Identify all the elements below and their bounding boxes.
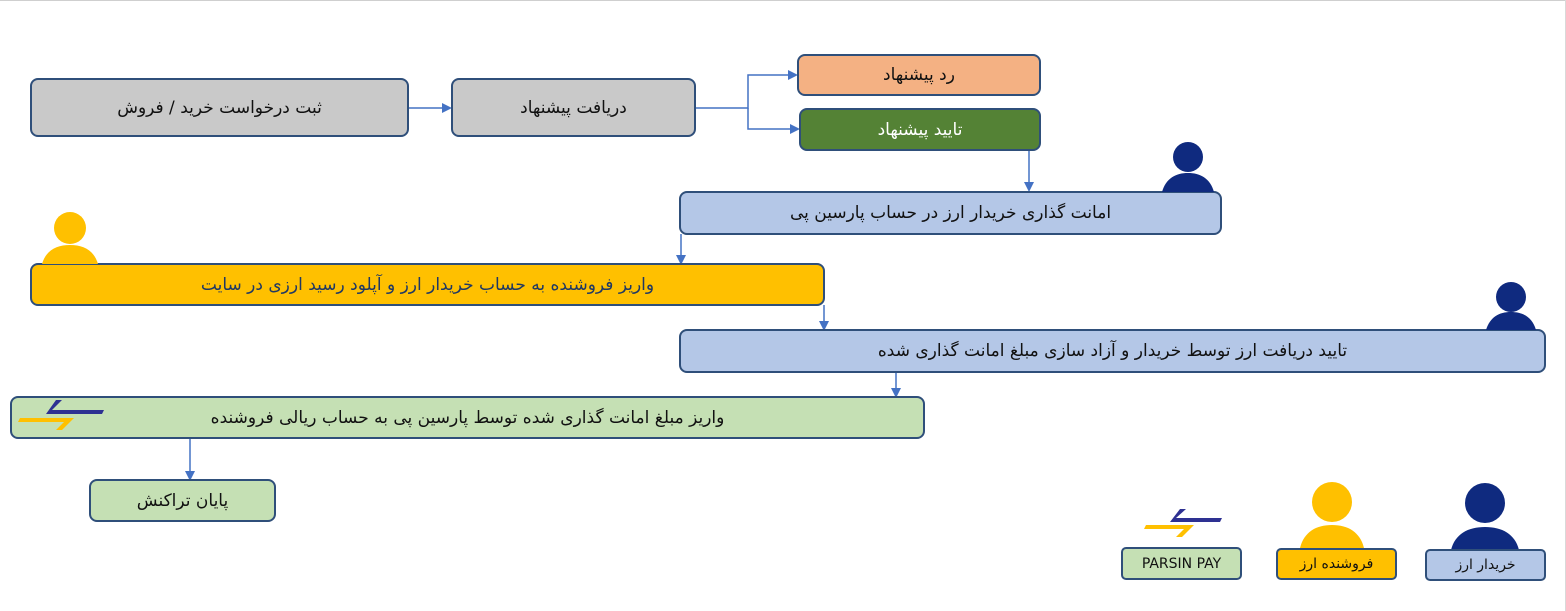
buyer-confirm-label: تایید دریافت ارز توسط خریدار و آزاد سازی…: [877, 341, 1348, 361]
seller-person-icon: [42, 212, 98, 264]
seller-transfer-box: واریز فروشنده به حساب خریدار ارز و آپلود…: [30, 263, 825, 306]
legend-buyer-label: خریدار ارز: [1455, 557, 1516, 573]
buyer-person-icon: [1162, 142, 1214, 192]
legend-buyer: خریدار ارز: [1425, 549, 1546, 581]
reject-offer-box: رد پیشنهاد: [797, 54, 1041, 96]
frame-top-border: [0, 0, 1566, 1]
legend-parsin-pay-icon: [1144, 509, 1222, 537]
receive-offer-label: دریافت پیشنهاد: [520, 97, 627, 118]
register-request-box: ثبت درخواست خرید / فروش: [30, 78, 409, 137]
parsinpay-payout-box: واریز مبلغ امانت گذاری شده توسط پارسین پ…: [10, 396, 925, 439]
accept-offer-label: تایید پیشنهاد: [877, 119, 963, 140]
receive-offer-box: دریافت پیشنهاد: [451, 78, 696, 137]
legend-buyer-person-icon: [1451, 483, 1519, 550]
legend-parsin-pay: PARSIN PAY: [1121, 547, 1242, 580]
legend-seller-person-icon: [1300, 482, 1364, 548]
buyer-deposit-label: امانت گذاری خریدار ارز در حساب پارسین پی: [789, 203, 1112, 223]
parsinpay-payout-label: واریز مبلغ امانت گذاری شده توسط پارسین پ…: [210, 407, 725, 428]
end-transaction-box: پایان تراکنش: [89, 479, 276, 522]
legend-seller: فروشنده ارز: [1276, 548, 1397, 580]
buyer-confirm-box: تایید دریافت ارز توسط خریدار و آزاد سازی…: [679, 329, 1546, 373]
register-request-label: ثبت درخواست خرید / فروش: [117, 97, 322, 118]
reject-offer-label: رد پیشنهاد: [883, 65, 955, 85]
legend-parsin-pay-label: PARSIN PAY: [1141, 555, 1222, 572]
seller-transfer-label: واریز فروشنده به حساب خریدار ارز و آپلود…: [200, 274, 655, 295]
accept-offer-box: تایید پیشنهاد: [799, 108, 1041, 151]
end-transaction-label: پایان تراکنش: [136, 490, 229, 511]
buyer-deposit-box: امانت گذاری خریدار ارز در حساب پارسین پی: [679, 191, 1222, 235]
parsin-pay-exchange-icon: [18, 400, 104, 430]
buyer-person-icon: [1486, 282, 1536, 330]
legend-seller-label: فروشنده ارز: [1299, 556, 1374, 572]
